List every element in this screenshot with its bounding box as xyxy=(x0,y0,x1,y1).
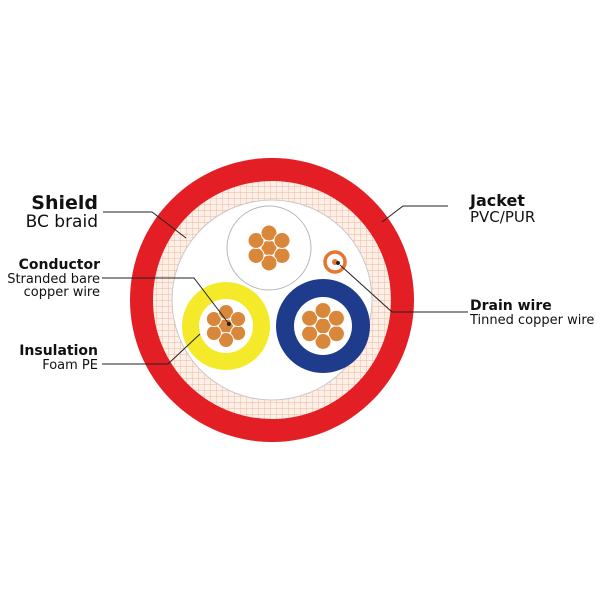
copper-strand xyxy=(301,309,319,327)
jacket-label: Jacket PVC/PUR xyxy=(470,191,536,226)
copper-strand xyxy=(301,325,319,343)
drain-leader xyxy=(339,264,468,313)
conductor-subtitle-2: copper wire xyxy=(23,285,100,301)
insulation-subtitle: Foam PE xyxy=(42,357,98,373)
copper-strand xyxy=(327,309,345,327)
drain-subtitle: Tinned copper wire xyxy=(470,312,595,328)
copper-strand xyxy=(260,224,278,242)
blue-conductor-strands xyxy=(301,302,345,350)
copper-strand xyxy=(205,311,222,327)
shield-label: Shield BC braid xyxy=(18,192,98,232)
insulation-leader xyxy=(102,333,201,365)
copper-strand xyxy=(218,332,234,348)
conductor-leader xyxy=(102,277,230,325)
drain-label: Drain wire Tinned copper wire xyxy=(470,299,594,327)
insulation-label: Insulation Foam PE xyxy=(0,344,98,372)
copper-strand xyxy=(314,302,332,319)
shield-leader xyxy=(103,211,187,239)
jacket-leader xyxy=(381,205,448,223)
conductor-subtitle-1: Stranded bare xyxy=(7,271,100,287)
conductor-leader-dot xyxy=(227,322,231,326)
jacket-title: Jacket xyxy=(470,191,525,210)
top-conductor-strands xyxy=(247,224,291,272)
copper-strand xyxy=(247,247,265,264)
copper-strand xyxy=(230,311,247,327)
copper-strand xyxy=(247,232,265,249)
copper-strand xyxy=(273,232,291,249)
copper-strand xyxy=(314,333,332,350)
copper-strand xyxy=(260,254,278,272)
jacket-subtitle: PVC/PUR xyxy=(470,207,536,226)
shield-title: Shield xyxy=(31,192,98,214)
drain-title: Drain wire xyxy=(470,298,552,314)
copper-strand xyxy=(205,325,222,341)
shield-subtitle: BC braid xyxy=(25,211,98,232)
drain-leader-dot xyxy=(336,261,340,265)
insulation-title: Insulation xyxy=(19,343,98,359)
conductor-label: Conductor Stranded bare copper wire xyxy=(0,258,100,300)
conductor-title: Conductor xyxy=(18,257,100,273)
